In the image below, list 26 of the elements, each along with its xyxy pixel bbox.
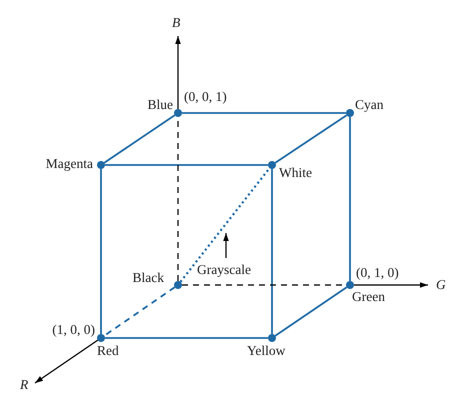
cube-edge bbox=[271, 169, 273, 334]
vertex-label: Black bbox=[132, 270, 164, 285]
axis-label: R bbox=[20, 377, 28, 392]
vertex-label: White bbox=[279, 165, 312, 180]
vertex-label: Green bbox=[352, 289, 385, 304]
cube-edge bbox=[274, 286, 348, 336]
cube-edge bbox=[105, 164, 268, 166]
vertex-label: Cyan bbox=[355, 97, 384, 112]
coordinate-label: (0, 1, 0) bbox=[356, 265, 399, 280]
vertex-label: Blue bbox=[148, 97, 173, 112]
cube-edge bbox=[105, 337, 268, 339]
vertex-label: Magenta bbox=[46, 156, 93, 171]
grayscale-label: Grayscale bbox=[197, 262, 251, 277]
cube-edge bbox=[182, 112, 346, 114]
coordinate-label: (1, 0, 0) bbox=[52, 322, 95, 337]
cube-edge bbox=[274, 114, 348, 164]
cube-edge bbox=[349, 117, 351, 281]
vertex-label: Red bbox=[97, 343, 119, 358]
cube-edge bbox=[104, 286, 176, 336]
axis-label: B bbox=[172, 15, 180, 30]
cube-edge bbox=[100, 169, 102, 334]
axis-label: G bbox=[436, 277, 446, 292]
coordinate-label: (0, 0, 1) bbox=[184, 89, 227, 104]
cube-edge bbox=[104, 114, 176, 164]
vertex-label: Yellow bbox=[247, 343, 286, 358]
cube-edge bbox=[180, 167, 270, 283]
